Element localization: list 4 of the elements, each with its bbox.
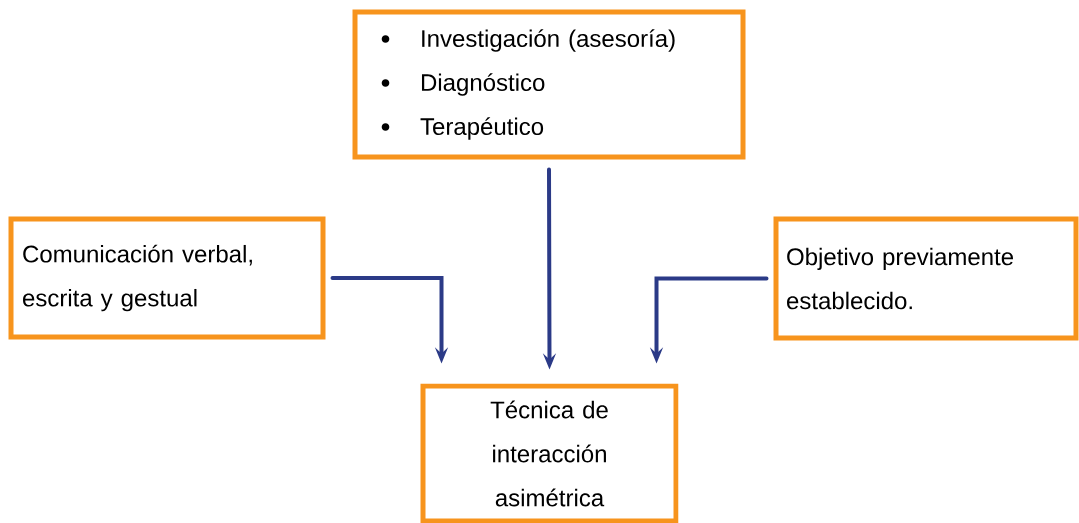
text-box: Comunicación verbal, escrita y gestual: [8, 216, 326, 340]
text-box: Objetivo previamente establecido.: [773, 216, 1079, 341]
bullet-list-box: Investigación (asesoría) Diagnóstico Terapéutico: [352, 9, 746, 160]
text-box: Técnica de interacción asimétrica: [420, 383, 679, 523]
